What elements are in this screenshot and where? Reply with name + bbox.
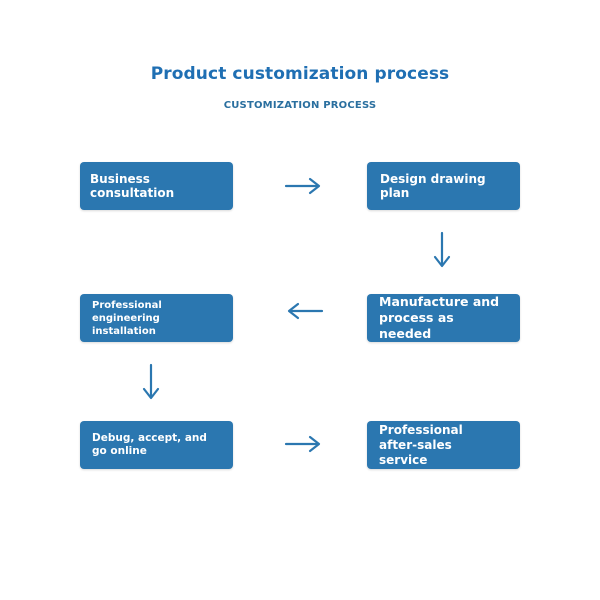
page-title: Product customization process: [150, 64, 450, 84]
page-subtitle: CUSTOMIZATION PROCESS: [223, 100, 377, 111]
arrow-right-icon: [284, 177, 321, 195]
arrow-down-icon: [142, 363, 160, 400]
step-design-drawing-plan: Design drawing plan: [367, 162, 520, 210]
step-business-consultation: Business consultation: [80, 162, 233, 210]
step-label: Design drawing plan: [380, 172, 486, 200]
step-label: Manufacture and process as needed: [379, 294, 500, 341]
step-professional-engineering-installation: Professional engineering installation: [80, 294, 233, 342]
arrow-right-icon: [284, 435, 321, 453]
step-label: Professional engineering installation: [92, 299, 162, 337]
step-label: Professional after-sales service: [379, 422, 463, 467]
arrow-down-icon: [433, 231, 451, 268]
step-label: Debug, accept, and go online: [92, 432, 207, 457]
arrow-left-icon: [287, 302, 324, 320]
step-label: Business consultation: [90, 172, 175, 200]
step-professional-after-sales-service: Professional after-sales service: [367, 421, 520, 469]
step-manufacture-and-process: Manufacture and process as needed: [367, 294, 520, 342]
step-debug-accept-go-online: Debug, accept, and go online: [80, 421, 233, 469]
